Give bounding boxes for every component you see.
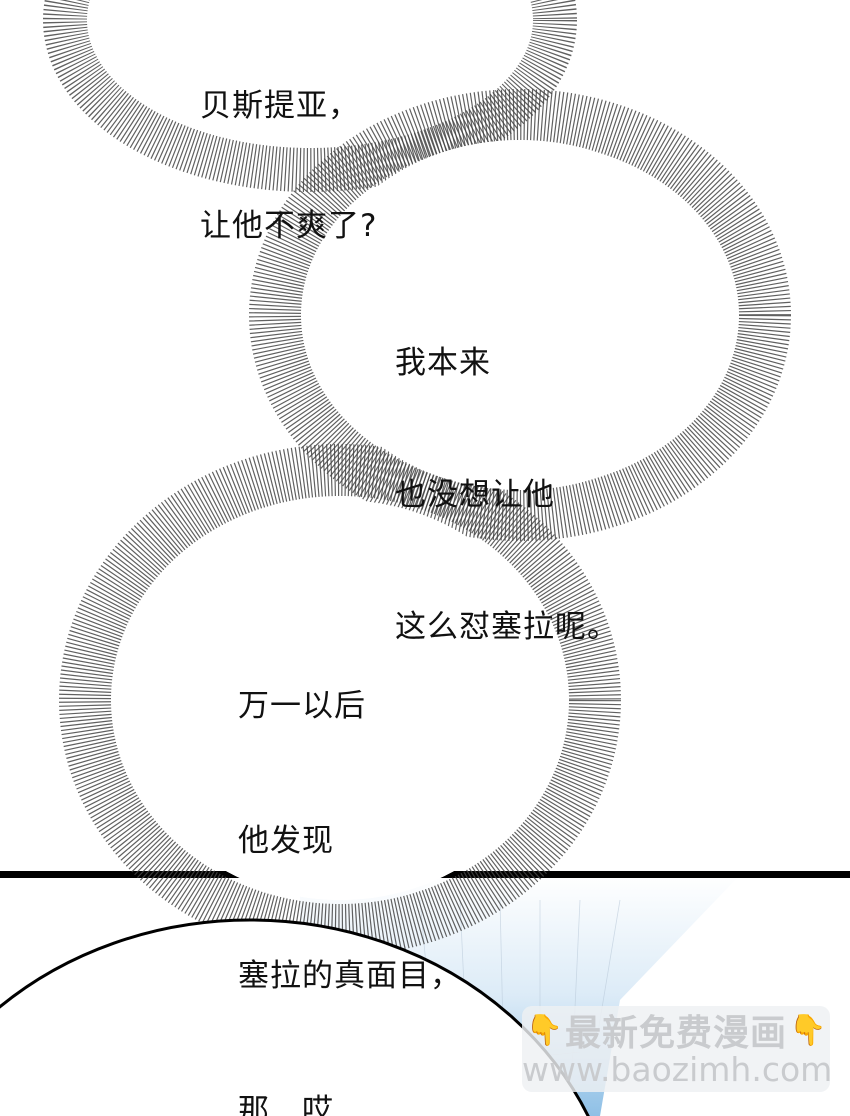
speech-bubble-1: 贝斯提亚， 让他不爽了? (200, 6, 377, 326)
pointing-down-hand-icon: 👇 (525, 1012, 563, 1048)
bubble-3-line-4: 那…哎… (238, 1093, 366, 1116)
bubble-2-line-2: 也没想让他 (395, 477, 555, 513)
pointing-down-hand-icon: 👇 (789, 1012, 827, 1048)
speech-bubble-3: 万一以后 他发现 塞拉的真面目， 那…哎… 真揪心。 (238, 594, 462, 1116)
bubble-2-line-1: 我本来 (395, 345, 491, 381)
watermark-url[interactable]: www.baozimh.com (522, 1050, 833, 1089)
watermark-banner[interactable]: 👇 最新免费漫画 👇 www.baozimh.com (522, 1006, 833, 1092)
speech-bubble-2: 我本来 也没想让他 这么怼塞拉呢。 (395, 253, 619, 737)
bubble-3-line-3: 塞拉的真面目， (238, 958, 462, 994)
bubble-1-line-2: 让他不爽了? (200, 208, 378, 244)
bubble-4-outline (0, 918, 590, 1116)
bubble-1-line-1: 贝斯提亚， (200, 88, 360, 124)
bubble-3-line-2: 他发现 (238, 823, 334, 859)
bubble-1-burst (43, 0, 577, 192)
speech-bubble-4: 哎唷，兰斯洛。 你怎么这么在意 (103, 1032, 334, 1116)
watermark-title: 最新免费漫画 (564, 1013, 787, 1054)
bubble-3-line-1: 万一以后 (238, 688, 366, 724)
bubble-2-line-3: 这么怼塞拉呢。 (395, 609, 619, 645)
